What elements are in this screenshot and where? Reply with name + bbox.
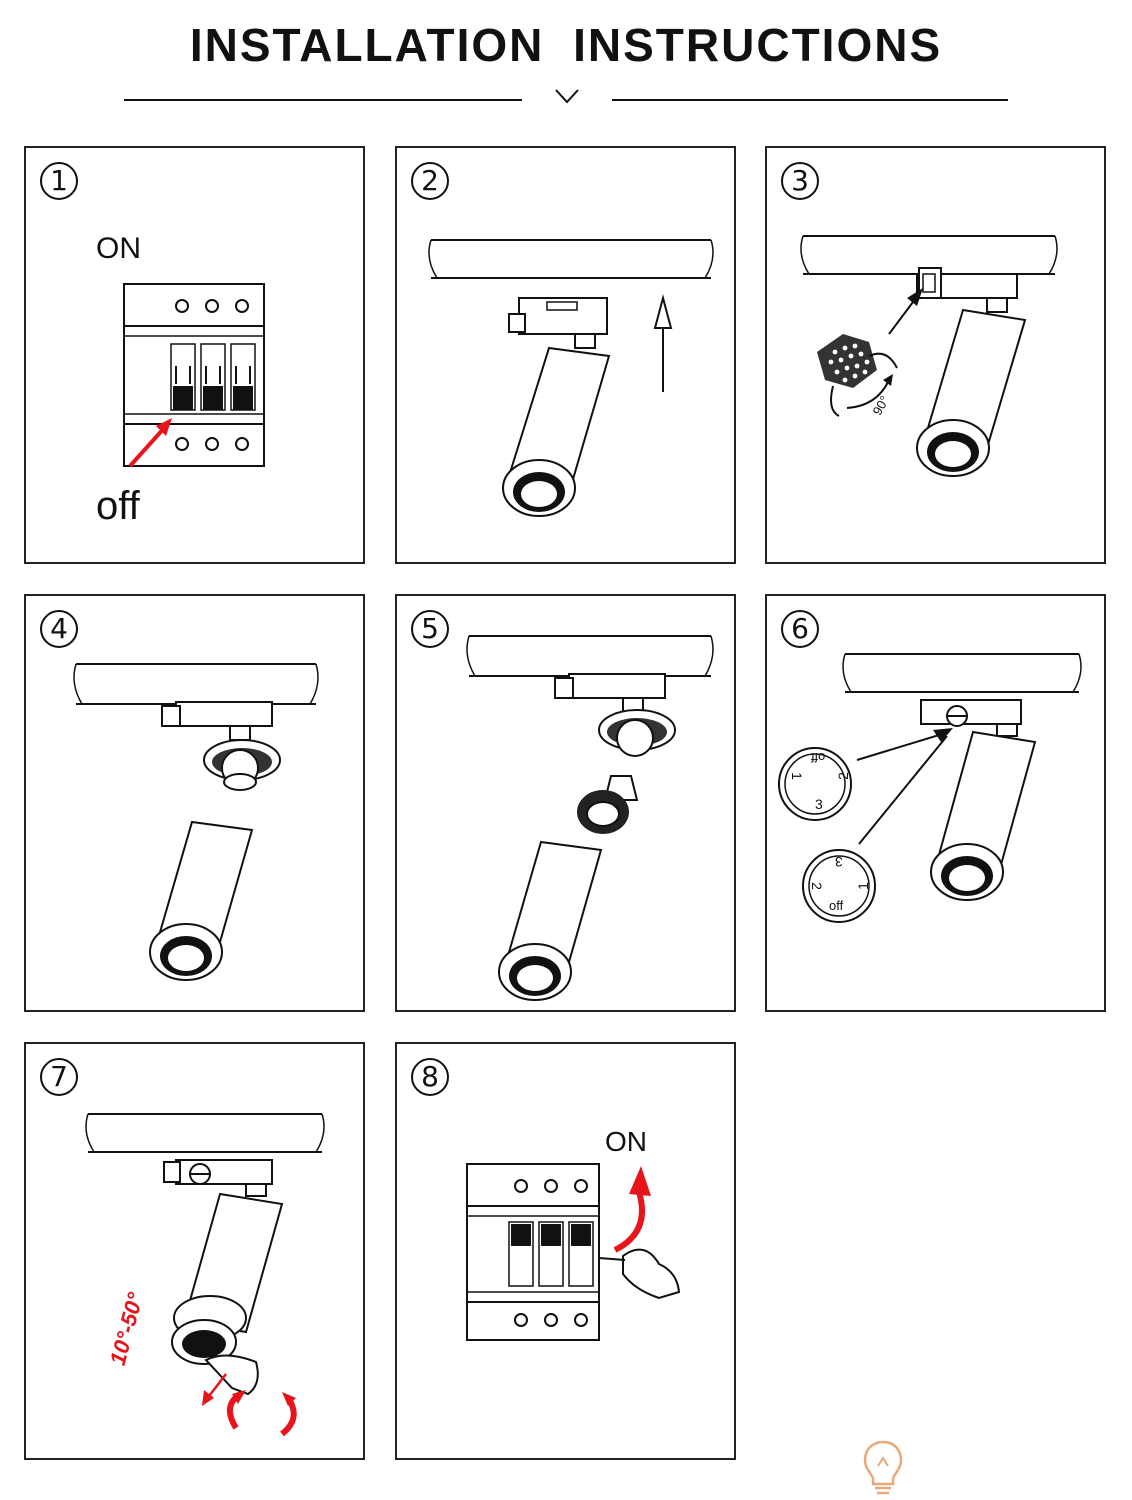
step-5-panel: 5: [395, 594, 736, 1012]
select-phase-illustration: [778, 653, 1082, 923]
step-1-panel: 1 ON off: [24, 146, 365, 564]
dial-bottom-1-label: 1: [854, 882, 871, 890]
step-number-badge: 3: [781, 162, 819, 200]
page-title: INSTALLATION INSTRUCTIONS: [189, 19, 943, 71]
step-number-badge: 8: [411, 1058, 449, 1096]
step-number-badge: 2: [411, 162, 449, 200]
step-7-panel: 7 10°-50°: [24, 1042, 365, 1460]
dial-top-off-label: off: [811, 750, 826, 765]
step-number-badge: 7: [40, 1058, 78, 1096]
breaker-on-illustration: [466, 1163, 681, 1341]
breaker-on-label: ON: [96, 232, 141, 265]
breaker-off-label: off: [96, 484, 140, 528]
lock-adapter-illustration: [800, 235, 1058, 477]
step-number-badge: 6: [781, 610, 819, 648]
step-number-badge: 4: [40, 610, 78, 648]
adjust-beam-angle-illustration: [85, 1113, 325, 1437]
dial-bottom-2-label: 2: [808, 882, 825, 890]
step-number-badge: 5: [411, 610, 449, 648]
step-3-panel: 3 90°: [765, 146, 1106, 564]
step-number-badge: 1: [40, 162, 78, 200]
dial-top-3-label: 3: [815, 796, 823, 812]
breaker-on-label: ON: [605, 1126, 647, 1157]
title-divider-left: [124, 99, 522, 101]
dial-bottom-off-label: off: [829, 898, 844, 913]
remove-housing-illustration: [73, 663, 319, 981]
step-2-panel: 2: [395, 146, 736, 564]
step-6-panel: 6 off 1 2 3 3 2 1 off: [765, 594, 1106, 1012]
dial-bottom-3-label: 3: [835, 854, 843, 870]
dial-top-2-label: 2: [834, 772, 851, 780]
title-divider-right: [612, 99, 1008, 101]
mount-on-track-illustration: [428, 239, 714, 517]
chevron-down-icon: [555, 89, 579, 104]
breaker-off-illustration: [123, 283, 265, 468]
lightbulb-icon: [863, 1440, 903, 1495]
step-4-panel: 4: [24, 594, 365, 1012]
insert-bulb-illustration: [466, 635, 714, 1001]
dial-top-1-label: 1: [788, 772, 805, 780]
step-8-panel: 8 ON: [395, 1042, 736, 1460]
